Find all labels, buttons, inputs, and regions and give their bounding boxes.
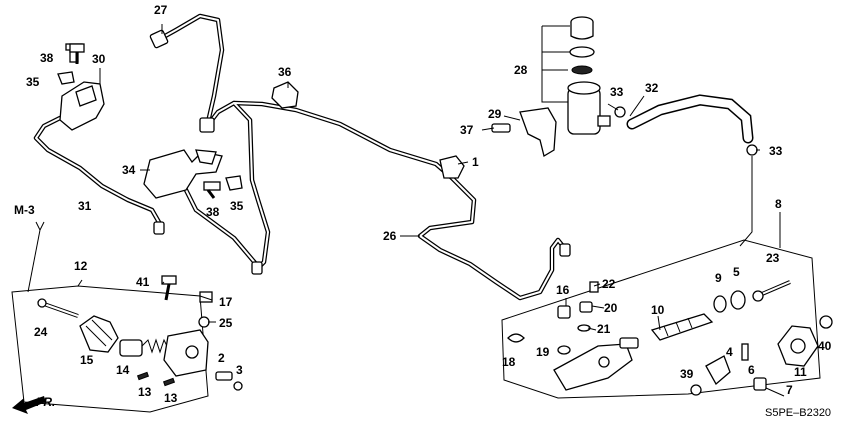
callout-39: 39 [680, 367, 694, 381]
seal-9 [713, 295, 727, 313]
callout-9: 9 [715, 271, 722, 285]
callout-2: 2 [218, 351, 225, 365]
boot-15 [79, 315, 119, 353]
callout-41: 41 [136, 275, 150, 289]
ring-5 [730, 290, 746, 310]
bolt-37 [491, 123, 511, 133]
callout-34: 34 [122, 163, 136, 177]
clevis-4 [705, 355, 731, 386]
clip-33-lower [746, 144, 758, 156]
callout-36: 36 [278, 65, 292, 79]
clip-35-upper [57, 71, 75, 85]
callout-29: 29 [488, 107, 502, 121]
piston-14 [119, 338, 169, 357]
callout-24: 24 [34, 325, 48, 339]
callout-35a: 35 [26, 75, 40, 89]
section-ref-label: M-3 [14, 203, 35, 217]
callout-8: 8 [775, 197, 782, 211]
bracket-29 [519, 107, 557, 158]
callout-6: 6 [748, 363, 755, 377]
cap-3 [233, 381, 243, 391]
callout-26: 26 [383, 229, 397, 243]
callout-33b: 33 [769, 144, 783, 158]
reservoir-hose-32 [626, 94, 754, 247]
washer-25 [198, 316, 210, 328]
nut-40 [819, 315, 833, 329]
callout-38a: 38 [40, 51, 54, 65]
clutch-hose-27 [149, 13, 225, 133]
front-arrow-icon [12, 396, 46, 414]
callout-23: 23 [766, 251, 780, 265]
bolt-38-lower [203, 181, 221, 199]
bolt-7 [753, 377, 767, 391]
callout-18: 18 [502, 355, 516, 369]
callout-28: 28 [514, 63, 528, 77]
front-direction-marker: FR. [12, 395, 55, 414]
joint-16 [557, 305, 571, 319]
callout-labels: 1 2 3 4 5 6 7 8 9 10 11 12 13 13 14 15 1… [26, 3, 832, 405]
callout-33a: 33 [610, 85, 624, 99]
reservoir-assembly-28 [541, 16, 611, 135]
bolt-22 [589, 281, 599, 293]
secondary-line [181, 155, 571, 275]
callout-12: 12 [74, 259, 88, 273]
callout-17: 17 [219, 295, 233, 309]
callout-31: 31 [78, 199, 92, 213]
callout-7: 7 [786, 383, 793, 397]
pushrod-10 [650, 313, 714, 341]
callout-10: 10 [651, 303, 665, 317]
callout-40: 40 [818, 339, 832, 353]
clutch-pipe-31 [33, 115, 165, 235]
callout-25: 25 [219, 316, 233, 330]
clip-18 [507, 333, 525, 343]
callout-3: 3 [236, 363, 243, 377]
callout-20: 20 [604, 301, 618, 315]
pin-6 [741, 343, 749, 361]
nut-39 [690, 384, 702, 396]
clip-35-lower [225, 175, 243, 191]
callout-5: 5 [733, 265, 740, 279]
pushrod-24 [37, 298, 79, 318]
callout-19: 19 [536, 345, 550, 359]
callout-37: 37 [460, 123, 474, 137]
pin-13 [136, 371, 176, 387]
callout-22: 22 [602, 277, 616, 291]
callout-1: 1 [472, 155, 479, 169]
bracket-34 [143, 149, 223, 199]
callout-16: 16 [556, 283, 570, 297]
joint-20 [579, 301, 593, 313]
callout-35b: 35 [230, 199, 244, 213]
master-cylinder-body [553, 337, 639, 391]
callout-15: 15 [80, 353, 94, 367]
clip-1 [439, 155, 465, 179]
drawing-code: S5PE–B2320 [765, 407, 831, 419]
gasket-11 [777, 325, 819, 367]
callout-30: 30 [92, 52, 106, 66]
section-reference: M-3 [14, 203, 45, 231]
callout-14: 14 [116, 363, 130, 377]
slave-cylinder-body [163, 329, 209, 377]
bolt-17 [199, 291, 213, 303]
clip-36 [271, 81, 299, 109]
clutch-line-26 [205, 100, 569, 301]
callout-13a: 13 [138, 385, 152, 399]
bolt-38-upper [69, 43, 85, 64]
callout-13b: 13 [164, 391, 178, 405]
bleeder-2 [215, 371, 233, 381]
callout-21: 21 [597, 322, 611, 336]
callout-4: 4 [726, 345, 733, 359]
bolt-23 [752, 280, 791, 302]
bolt-41 [161, 275, 177, 301]
clip-33-upper [614, 106, 626, 118]
callout-11: 11 [794, 365, 807, 379]
callout-38b: 38 [206, 205, 220, 219]
callout-27: 27 [154, 3, 168, 17]
washer-19 [557, 345, 571, 355]
callout-32: 32 [645, 81, 659, 95]
leader-lines [27, 24, 785, 397]
front-marker-label: FR. [36, 395, 55, 409]
